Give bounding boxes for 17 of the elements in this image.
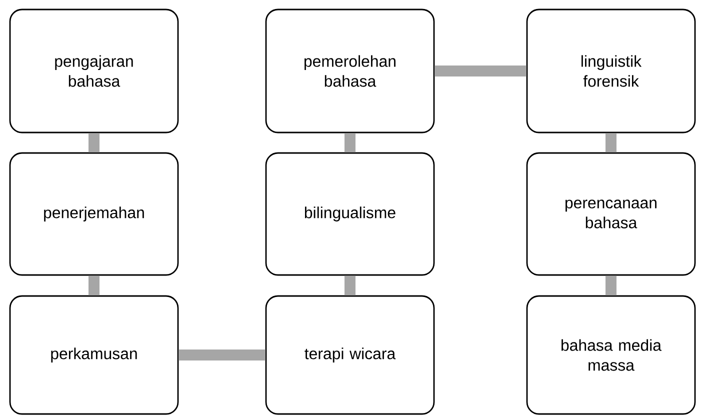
connector [344, 133, 356, 152]
process-box: bilingualisme [265, 152, 435, 276]
connector [606, 276, 616, 296]
connector [434, 66, 526, 76]
connector [178, 350, 266, 360]
process-box: penerjemahan [9, 152, 179, 276]
connector [88, 276, 100, 296]
process-box: bahasa media massa [526, 295, 696, 415]
process-box: perkamusan [9, 295, 179, 415]
connector [606, 133, 616, 152]
connector [344, 276, 356, 296]
process-box: pengajaran bahasa [9, 8, 179, 134]
process-box: terapi wicara [265, 295, 435, 415]
connector [88, 133, 100, 152]
process-box: pemerolehan bahasa [265, 8, 435, 134]
process-box: perencanaan bahasa [526, 152, 696, 276]
process-box: linguistik forensik [526, 8, 696, 134]
